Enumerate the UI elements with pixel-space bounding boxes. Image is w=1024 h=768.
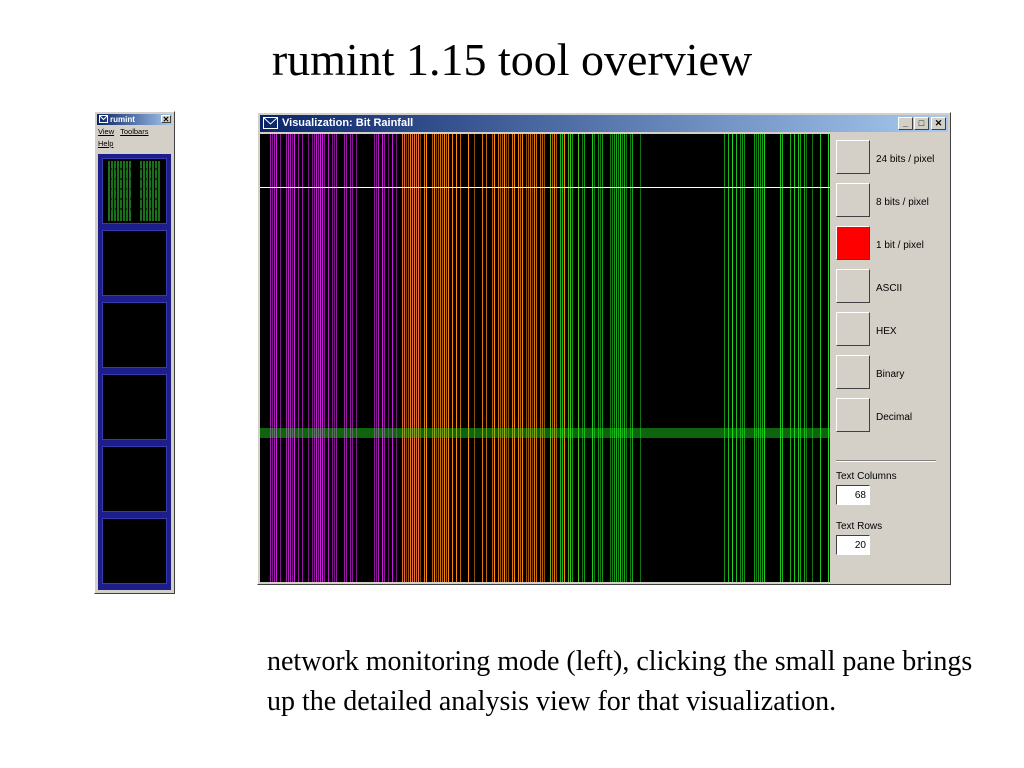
visualization-pane[interactable] (102, 158, 167, 224)
mode-button-binary[interactable] (836, 355, 870, 389)
text-rows-label: Text Rows (836, 521, 883, 532)
visualization-pane[interactable] (102, 230, 167, 296)
mode-label-1bit: 1 bit / pixel (876, 240, 924, 251)
mode-label-ascii: ASCII (876, 283, 903, 294)
bit-rainfall-plot (260, 134, 830, 582)
mode-label-decimal: Decimal (876, 412, 913, 423)
maximize-icon[interactable]: □ (914, 117, 929, 130)
text-rows-input[interactable] (836, 535, 870, 555)
slide-title: rumint 1.15 tool overview (271, 34, 753, 85)
rumint-title-bar[interactable]: rumint ✕ (97, 114, 172, 125)
visualization-pane[interactable] (102, 302, 167, 368)
visualization-pane-list (98, 154, 171, 590)
bit-rainfall-window: Visualization: Bit Rainfall _ □ ✕ 24 bit… (257, 112, 951, 585)
menu-help[interactable]: Help (98, 139, 114, 148)
mode-label-binary: Binary (876, 369, 905, 380)
display-mode-panel: 24 bits / pixel 8 bits / pixel 1 bit / p… (834, 134, 948, 582)
mode-label-24bit: 24 bits / pixel (876, 154, 935, 165)
menu-toolbars[interactable]: Toolbars (120, 127, 149, 136)
close-icon[interactable]: ✕ (931, 117, 946, 130)
rumint-window-title: rumint (110, 115, 135, 124)
rumint-monitor-window: rumint ✕ View Toolbars Help (94, 111, 175, 594)
viz-window-title: Visualization: Bit Rainfall (282, 117, 414, 129)
mode-label-8bit: 8 bits / pixel (876, 197, 929, 208)
text-columns-input[interactable] (836, 485, 870, 505)
envelope-icon (99, 115, 108, 123)
slide-caption: network monitoring mode (left), clicking… (267, 646, 973, 717)
visualization-pane[interactable] (102, 518, 167, 584)
mode-button-decimal[interactable] (836, 398, 870, 432)
bit-rainfall-canvas[interactable] (260, 134, 830, 582)
menu-bar: View Toolbars (98, 127, 154, 137)
divider (836, 460, 936, 462)
envelope-icon (263, 117, 278, 129)
pane-thumbnail (105, 161, 164, 221)
mode-button-24bit[interactable] (836, 140, 870, 174)
mode-button-hex[interactable] (836, 312, 870, 346)
visualization-pane[interactable] (102, 446, 167, 512)
minimize-icon[interactable]: _ (898, 117, 913, 130)
visualization-pane[interactable] (102, 374, 167, 440)
mode-label-hex: HEX (876, 326, 897, 337)
text-columns-label: Text Columns (836, 471, 897, 482)
mode-button-1bit[interactable] (836, 226, 870, 260)
menu-view[interactable]: View (98, 127, 115, 136)
mode-button-8bit[interactable] (836, 183, 870, 217)
close-icon[interactable]: ✕ (161, 115, 171, 124)
viz-title-bar[interactable]: Visualization: Bit Rainfall _ □ ✕ (260, 115, 948, 132)
mode-button-ascii[interactable] (836, 269, 870, 303)
